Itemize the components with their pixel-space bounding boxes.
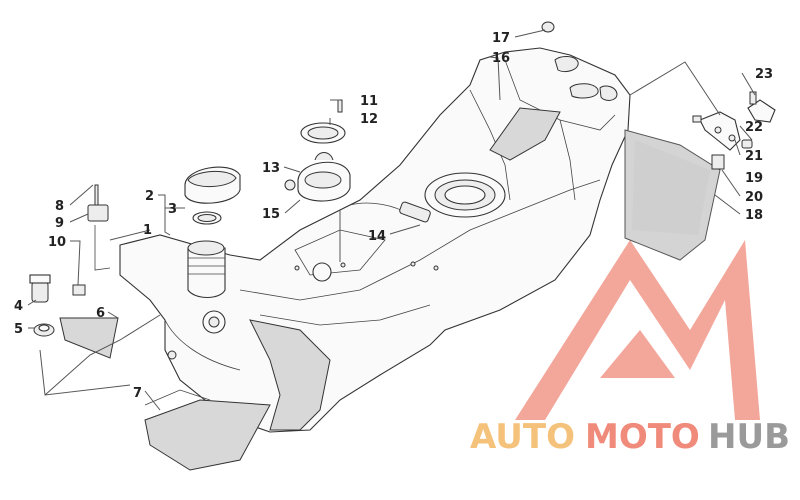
watermark-text: AUTO MOTO HUB (470, 417, 790, 457)
callout-3: 3 (168, 202, 177, 217)
watermark-hub: HUB (708, 417, 790, 457)
callout-16: 16 (492, 51, 510, 66)
callout-2: 2 (145, 189, 154, 204)
callout-23: 23 (755, 67, 773, 82)
left-small-parts (29, 184, 111, 337)
callout-22: 22 (745, 120, 763, 135)
callout-20: 20 (745, 190, 763, 205)
filler-cap-assembly (184, 166, 241, 299)
right-side-parts (541, 21, 776, 261)
callout-18: 18 (745, 208, 763, 223)
fuel-tank (119, 47, 631, 433)
callout-19: 19 (745, 171, 763, 186)
callout-9: 9 (55, 216, 64, 231)
callout-4: 4 (14, 299, 23, 314)
callout-15: 15 (262, 207, 280, 222)
callout-14: 14 (368, 229, 386, 244)
callout-13: 13 (262, 161, 280, 176)
leader-lines (27, 29, 756, 411)
watermark-auto: AUTO (470, 417, 575, 457)
callout-17: 17 (492, 31, 510, 46)
callout-21: 21 (745, 149, 763, 164)
callout-6: 6 (96, 306, 105, 321)
callout-1: 1 (143, 223, 152, 238)
callout-7: 7 (133, 386, 142, 401)
callout-12: 12 (360, 112, 378, 127)
fuel-pump-assembly (284, 99, 431, 223)
callout-5: 5 (14, 322, 23, 337)
callout-11: 11 (360, 94, 378, 109)
watermark-moto: MOTO (585, 417, 700, 457)
watermark-logo (515, 240, 760, 420)
callout-8: 8 (55, 199, 64, 214)
callout-10: 10 (48, 235, 66, 250)
callout-numbers: 1 2 3 4 5 6 7 8 9 10 11 12 13 14 15 16 1… (14, 31, 773, 401)
